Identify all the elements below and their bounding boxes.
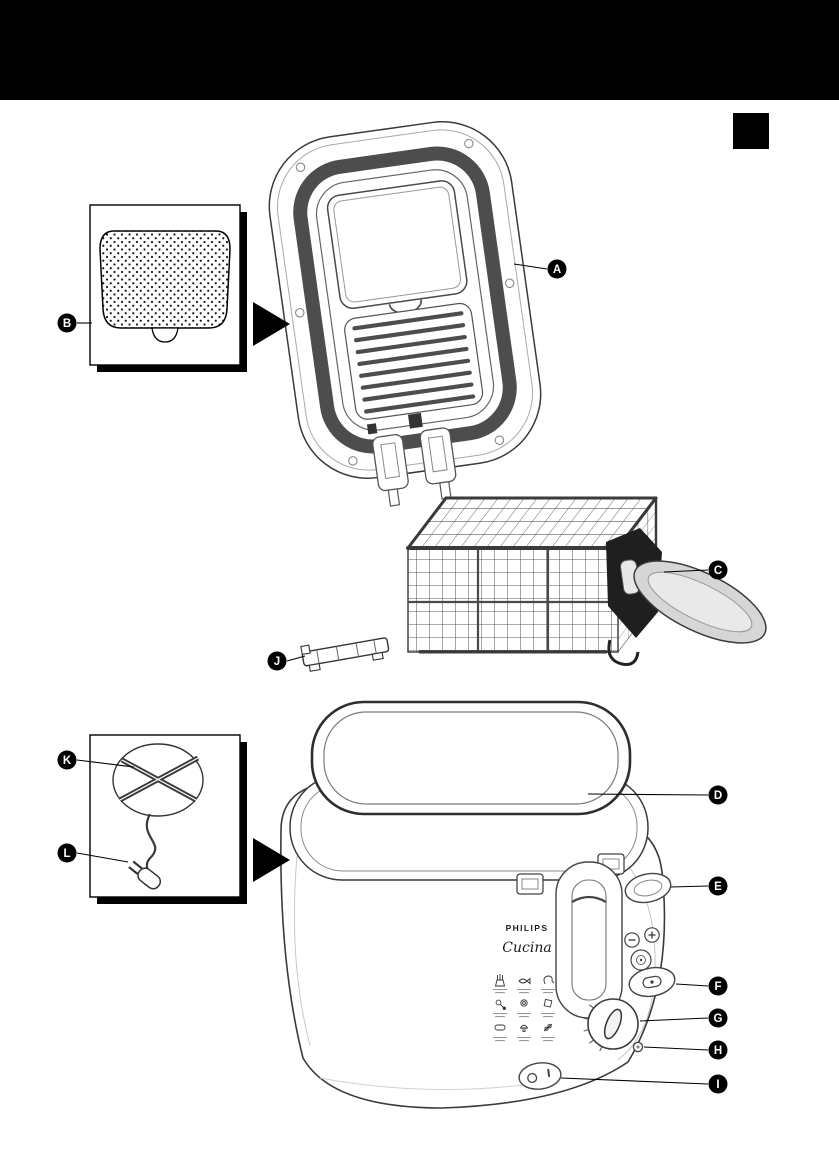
- frying-basket: [406, 496, 767, 666]
- power-switch-off-icon: [527, 1072, 538, 1084]
- svg-text:C: C: [714, 565, 722, 577]
- callout-D: D: [587, 785, 728, 805]
- pointer-arrow-cord: [253, 838, 290, 882]
- svg-text:J: J: [274, 656, 280, 668]
- callout-C: C: [663, 560, 728, 580]
- svg-text:L: L: [63, 848, 70, 860]
- callout-K: K: [57, 750, 135, 770]
- power-switch-on-icon: [547, 1068, 551, 1078]
- cooking-guide-icons: [493, 974, 555, 1042]
- lid-vent-slats: [352, 311, 476, 414]
- lid-hinges: [366, 412, 457, 507]
- power-switch: [518, 1062, 562, 1090]
- header-bar: [0, 0, 839, 100]
- svg-text:K: K: [63, 755, 72, 767]
- body-handle-recess: [555, 861, 623, 1019]
- svg-text:A: A: [553, 264, 561, 276]
- svg-text:I: I: [716, 1079, 719, 1091]
- basket-hook: [607, 639, 640, 666]
- svg-text:D: D: [714, 790, 722, 802]
- callout-I: I: [560, 1074, 728, 1094]
- fryer-body: PHILIPS Cucina: [280, 700, 676, 1109]
- svg-text:E: E: [714, 881, 722, 893]
- chapter-marker-square: [733, 113, 769, 149]
- filter-tab: [151, 327, 179, 343]
- svg-text:F: F: [714, 981, 721, 993]
- callout-L: L: [57, 843, 129, 863]
- filter-inset-box: [89, 204, 247, 372]
- cord-storage: [112, 743, 204, 817]
- basket-handle-grip: [633, 560, 767, 644]
- callout-H: H: [643, 1040, 728, 1060]
- inner-bowl: [310, 700, 632, 816]
- callout-F: F: [675, 976, 728, 996]
- power-plug: [128, 860, 162, 890]
- timer-buttons: [624, 927, 660, 971]
- brand-name: PHILIPS: [506, 923, 549, 933]
- filter-illustration: [99, 230, 231, 329]
- svg-text:H: H: [714, 1045, 722, 1057]
- temperature-dial: [583, 998, 639, 1052]
- svg-text:G: G: [714, 1013, 723, 1025]
- callout-B: B: [57, 313, 92, 333]
- lid-illustration: [268, 121, 542, 507]
- callout-J: J: [267, 651, 306, 671]
- callout-A: A: [513, 259, 567, 279]
- bracket-part: [300, 637, 390, 672]
- lid-window: [326, 180, 468, 309]
- thermostat-control: [628, 966, 676, 998]
- callout-E: E: [670, 876, 728, 896]
- pointer-arrow-filter: [253, 302, 290, 346]
- brand-line: Cucina: [502, 940, 551, 956]
- lid-vent-frame: [344, 302, 484, 420]
- lid-release-button: [624, 872, 672, 904]
- lid-screws: [295, 138, 515, 466]
- svg-text:B: B: [63, 318, 71, 330]
- pilot-light: [632, 1041, 644, 1053]
- cord-inset-box: [89, 734, 247, 904]
- power-cord: [145, 813, 157, 872]
- callout-G: G: [639, 1008, 728, 1028]
